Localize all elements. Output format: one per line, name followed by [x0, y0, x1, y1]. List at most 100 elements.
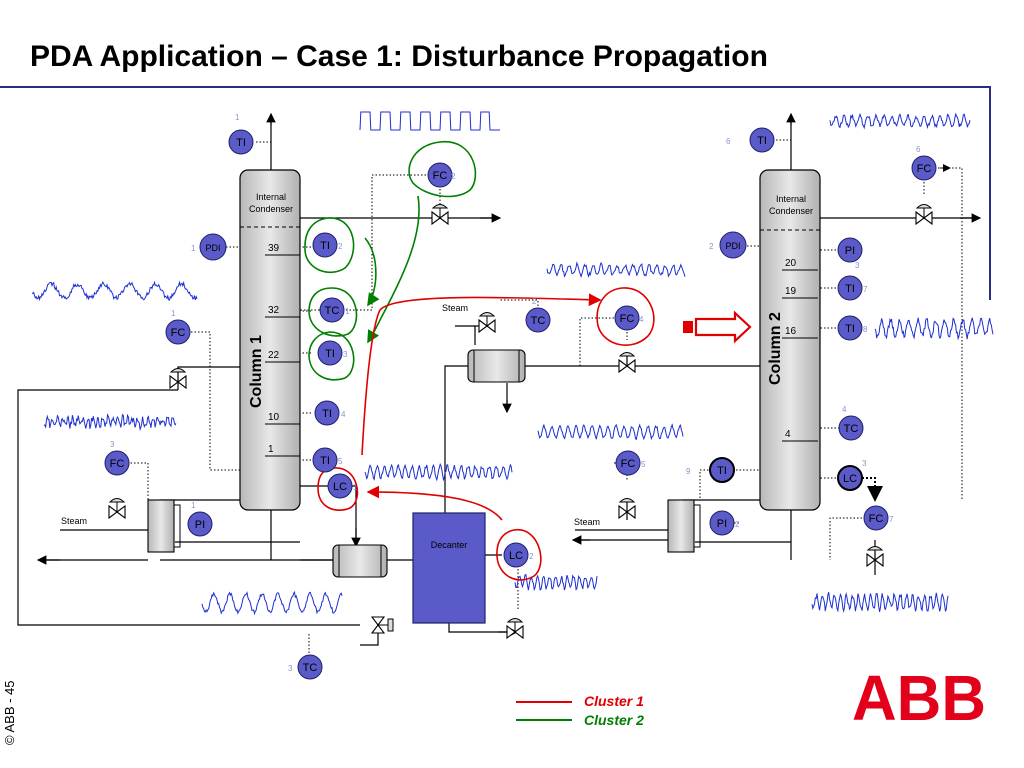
heat-exchanger-1 [332, 544, 388, 578]
instrument-bubble [709, 510, 735, 536]
valve-tc-bottom [370, 616, 394, 634]
instrument-tag: TI [845, 283, 855, 295]
instrument-tag: TI [320, 455, 330, 467]
valves [108, 204, 933, 640]
instrument-bubble [863, 505, 889, 531]
cluster2-loop-ti3 [308, 331, 355, 381]
trend-tc1-bottom [201, 590, 343, 616]
instrument-ti-1: TI 1 [228, 113, 254, 155]
instrument-bubble [199, 233, 227, 261]
instrument-tag: TC [844, 423, 859, 435]
instrument-bubble [327, 473, 353, 499]
trend-lc1 [364, 462, 513, 482]
instrument-number: 1 [345, 307, 350, 316]
instrument-bubble [719, 231, 747, 259]
instrument-tag: TC [325, 305, 340, 317]
valve-fc1 [169, 368, 187, 390]
signal-line [120, 462, 149, 500]
instrument-bubble [228, 129, 254, 155]
instrument-bubble [187, 511, 213, 537]
instrument-pi-1: PI1 [187, 501, 213, 537]
pipe [17, 389, 360, 626]
propagation-arrow [683, 310, 752, 344]
instrument-ti-5: TI 5 [312, 447, 343, 473]
signal-line [579, 317, 614, 366]
instrument-tc-1: TC 1 [319, 297, 350, 323]
legend: Cluster 1 Cluster 2 [516, 693, 644, 728]
cluster-annotations [304, 141, 655, 581]
cluster2-arrow-1 [367, 195, 420, 344]
signal-line [829, 517, 862, 560]
valve-lc2 [506, 618, 524, 640]
column-1-condenser-line1: Internal [256, 192, 286, 202]
instrument-number: 3 [110, 440, 115, 449]
instrument-tag: TC [303, 662, 318, 674]
steam-label-3: Steam [574, 517, 600, 527]
instrument-number: 4 [842, 405, 847, 414]
cluster1-loop-lc2 [496, 529, 542, 581]
pipe [444, 365, 468, 560]
instrument-number: 8 [863, 325, 868, 334]
instrument-number: 5 [338, 457, 343, 466]
cluster2-arrow-2 [364, 237, 380, 307]
pipe [448, 623, 515, 633]
column-1-tray-39: 39 [268, 243, 280, 254]
instrument-ti-6: TI6 [726, 127, 775, 153]
trend-lc2 [514, 573, 598, 592]
column-1: Internal Condenser Column 1 39 32 22 10 … [239, 169, 301, 511]
instrument-tag: LC [843, 473, 857, 485]
instrument-bubble [837, 315, 863, 341]
instrument-tag: FC [171, 327, 186, 339]
instrument-tag: TI [322, 408, 332, 420]
instrument-tag: FC [110, 458, 125, 470]
instrument-tc-2: TC2 [525, 297, 551, 333]
instrument-number: 1 [353, 483, 358, 492]
column-1-tray-32: 32 [268, 305, 280, 316]
column-2-tray-16: 16 [785, 326, 797, 337]
instrument-bubble [525, 307, 551, 333]
instrument-number: 1 [235, 113, 240, 122]
instrument-bubble [837, 465, 863, 491]
cluster2-loop-fc2 [408, 141, 477, 198]
cluster1-arrow-to-fc4 [361, 293, 602, 456]
legend-label-cluster-1: Cluster 1 [584, 693, 644, 709]
instrument-number: 1 [191, 244, 196, 253]
instrument-bubble [312, 447, 338, 473]
pipe [455, 325, 476, 345]
instrument-tag: TI [236, 137, 246, 149]
instrument-number: 1 [171, 309, 176, 318]
instrument-ti-7: TI 7 [837, 275, 868, 301]
valve-fc6 [915, 204, 933, 226]
cluster2-loop-tc1 [308, 287, 358, 337]
instrument-tag: TI [325, 348, 335, 360]
valve-fc4 [618, 352, 636, 374]
instrument-number: 2 [735, 520, 740, 529]
instrument-tc-4: TC 4 [838, 405, 864, 441]
trend-tc4 [537, 423, 684, 441]
instrument-number: 7 [863, 285, 868, 294]
pipe [177, 366, 240, 390]
instrument-bubble [319, 297, 345, 323]
signal-line [699, 469, 712, 500]
instrument-bubble [837, 275, 863, 301]
instrument-number: 2 [338, 242, 343, 251]
valve-steam-tc2 [478, 312, 496, 334]
instrument-number: 2 [709, 242, 714, 251]
instrument-tag: TI [320, 240, 330, 252]
cluster1-loop-lc1 [317, 467, 359, 512]
column-1-tray-1: 1 [268, 444, 274, 455]
instrument-number: 6 [916, 145, 921, 154]
title-underline [0, 86, 990, 88]
instrument-pi-3: PI3 [837, 237, 863, 270]
trend-fc6 [829, 112, 971, 130]
